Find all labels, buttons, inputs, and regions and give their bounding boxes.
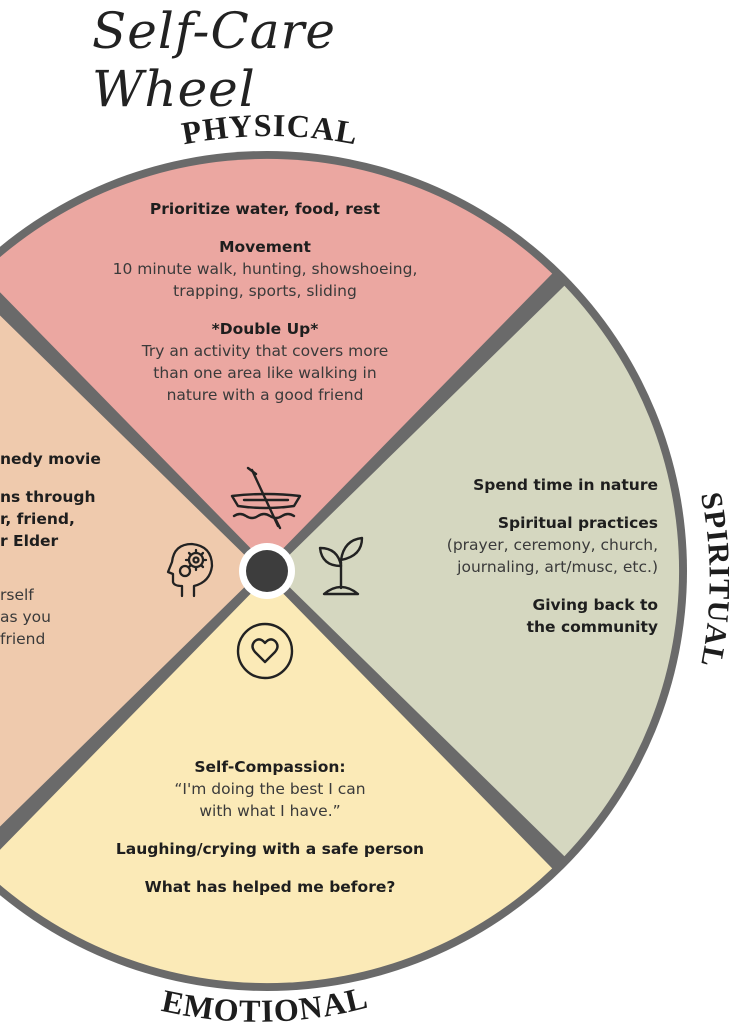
mental-item-2: r, friend,: [0, 510, 75, 528]
physical-item-3-text: Try an activity that covers more: [141, 342, 389, 360]
mental-item-2: ns through: [0, 488, 96, 506]
mental-item-3: as you: [0, 608, 51, 626]
physical-content: Prioritize water, food, rest Movement 10…: [60, 198, 470, 406]
physical-label: PHYSICAL: [179, 107, 361, 151]
mental-item-1: nedy movie: [0, 450, 101, 468]
emotional-item-2: Laughing/crying with a safe person: [115, 840, 425, 858]
emotional-content: Self-Compassion: “I'm doing the best I c…: [70, 756, 470, 898]
mental-item-3: rself: [0, 586, 34, 604]
spiritual-label: SPIRITUAL: [694, 490, 729, 671]
spiritual-item-2-text: journaling, art/musc, etc.): [457, 558, 658, 576]
physical-item-3-text: than one area like walking in: [153, 364, 377, 382]
mental-item-3: friend: [0, 630, 46, 648]
page-title: Self-Care Wheel: [92, 2, 337, 118]
emotional-item-1-text: “I'm doing the best I can: [174, 780, 366, 798]
spiritual-item-3: Giving back to: [532, 596, 658, 614]
heart-circle-icon: [236, 622, 294, 680]
spiritual-content: Spend time in nature Spiritual practices…: [395, 474, 658, 638]
physical-item-3-text: nature with a good friend: [166, 386, 364, 404]
canoe-paddle-icon: [230, 466, 302, 530]
mental-item-2: r Elder: [0, 532, 59, 550]
spiritual-item-3: the community: [526, 618, 658, 636]
physical-item-1: Prioritize water, food, rest: [149, 200, 381, 218]
emotional-item-1-text: with what I have.”: [199, 802, 341, 820]
physical-item-2-title: Movement: [219, 238, 311, 256]
physical-item-2-text: 10 minute walk, hunting, showshoeing,: [112, 260, 418, 278]
hub: [246, 550, 288, 592]
spiritual-item-2-title: Spiritual practices: [497, 514, 658, 532]
spiritual-quadrant: [273, 285, 680, 857]
spiritual-item-2-text: (prayer, ceremony, church,: [446, 536, 658, 554]
emotional-item-3: What has helped me before?: [144, 878, 396, 896]
physical-item-2-text: trapping, sports, sliding: [173, 282, 357, 300]
physical-quadrant: [0, 158, 553, 565]
spiritual-item-1: Spend time in nature: [473, 476, 658, 494]
emotional-quadrant: [0, 577, 553, 984]
physical-item-3-title: *Double Up*: [211, 320, 319, 338]
sprout-icon: [318, 536, 364, 596]
emotional-item-1-title: Self-Compassion:: [194, 758, 346, 776]
mental-quadrant: [0, 315, 261, 827]
mental-content: nedy movie ns through r, friend, r Elder…: [0, 448, 140, 650]
head-gears-icon: [166, 542, 214, 598]
